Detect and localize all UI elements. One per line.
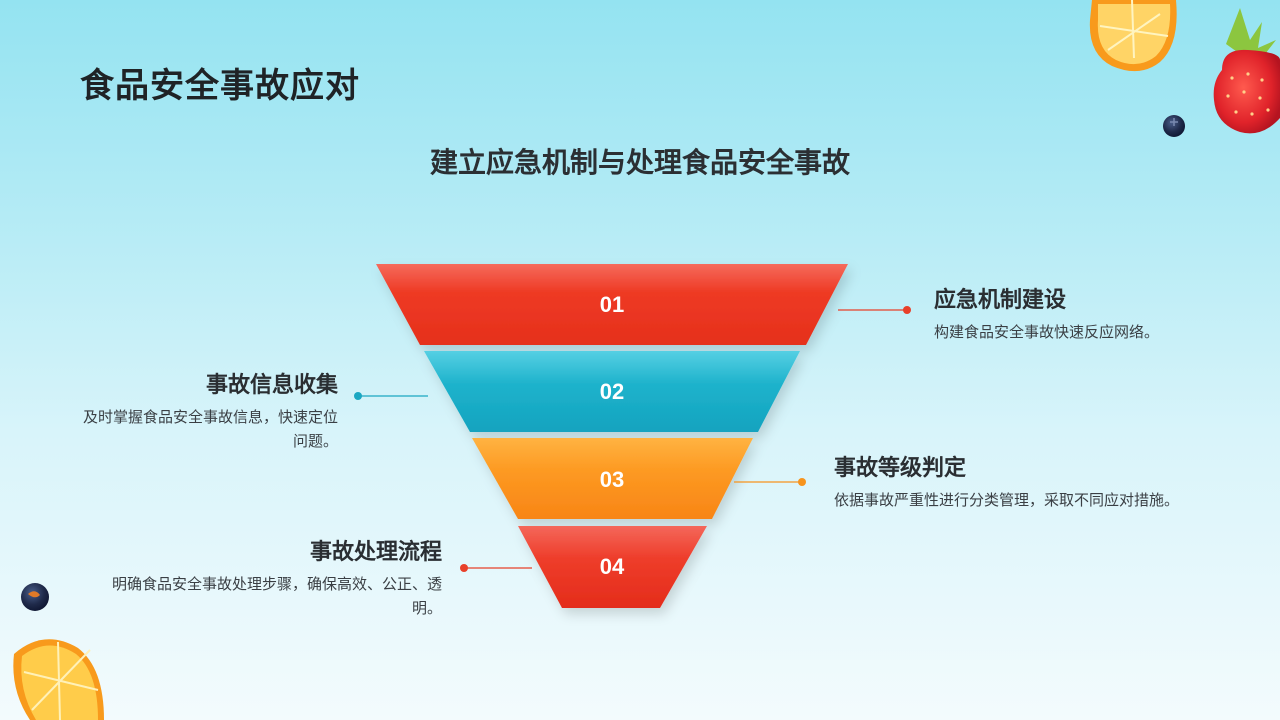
- blueberry-icon: [21, 583, 49, 611]
- orange-slice-icon: [13, 639, 104, 720]
- stage-description: 及时掌握食品安全事故信息，快速定位问题。: [82, 408, 338, 450]
- funnel-segment-4: [518, 526, 707, 608]
- connector-3: [734, 478, 806, 486]
- connector-4: [460, 564, 532, 572]
- stage-number: 02: [599, 379, 625, 404]
- stage-number: 01: [599, 292, 625, 317]
- connector-2: [354, 392, 428, 400]
- connector-1: [838, 306, 911, 314]
- stage-number: 03: [599, 467, 625, 492]
- page-title: 食品安全事故应对: [80, 66, 360, 106]
- stage-description: 依据事故严重性进行分类管理，采取不同应对措施。: [834, 491, 1180, 509]
- stage-description: 明确食品安全事故处理步骤，确保高效、公正、透明。: [111, 575, 442, 617]
- funnel-segment-3: [472, 438, 753, 519]
- stage-title: 应急机制建设: [934, 288, 1067, 313]
- stage-number: 04: [599, 554, 625, 579]
- blueberry-icon: [1163, 115, 1185, 137]
- strawberry-icon: [1213, 8, 1280, 134]
- stage-title: 事故信息收集: [205, 373, 338, 398]
- stage-title: 事故处理流程: [309, 540, 442, 565]
- funnel-segment-2: [424, 351, 800, 432]
- stage-description: 构建食品安全事故快速反应网络。: [934, 323, 1160, 341]
- stage-title: 事故等级判定: [834, 456, 967, 481]
- orange-slice-icon: [1089, 0, 1177, 72]
- page-subtitle: 建立应急机制与处理食品安全事故: [429, 146, 850, 179]
- funnel-segment-1: [376, 264, 848, 345]
